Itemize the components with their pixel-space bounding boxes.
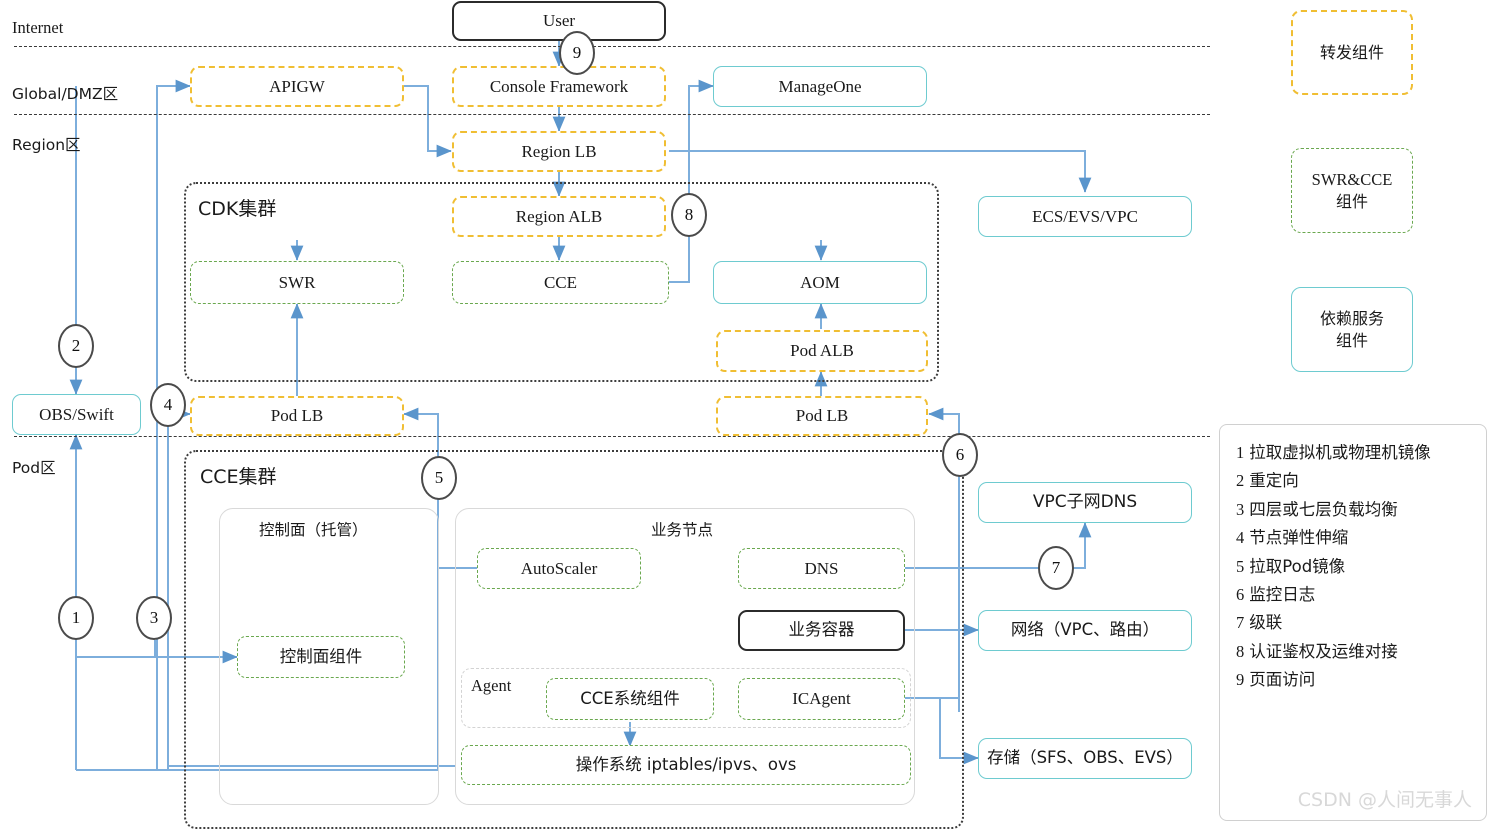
legend-text-2: 重定向 <box>1249 471 1299 491</box>
legend-text-4: 节点弹性伸缩 <box>1249 528 1349 548</box>
control-plane-title: 控制面（托管） <box>259 521 368 539</box>
legend-num-8: 8 <box>1236 641 1245 661</box>
legend-text-7: 级联 <box>1249 613 1283 633</box>
legend-text-9: 页面访问 <box>1249 670 1316 689</box>
zone-label-pod: Pod区 <box>12 459 56 477</box>
key-dependent-line2: 组件 <box>1335 330 1368 350</box>
flow-number-6: 6 <box>942 433 978 477</box>
legend-text-5: 拉取Pod镜像 <box>1249 556 1346 576</box>
node-pod-alb[interactable]: Pod ALB <box>716 330 928 372</box>
legend-num-6: 6 <box>1236 584 1245 604</box>
zone-label-region: Region区 <box>12 136 81 154</box>
divider-global-dmz <box>14 114 1210 115</box>
flow-number-5: 5 <box>421 456 457 500</box>
agent-panel <box>461 668 911 728</box>
node-region-alb[interactable]: Region ALB <box>452 196 666 237</box>
key-swr-cce-line2: 组件 <box>1335 191 1368 211</box>
legend-text-1: 拉取虚拟机或物理机镜像 <box>1249 443 1431 462</box>
flow-number-9: 9 <box>559 31 595 75</box>
node-obs-swift[interactable]: OBS/Swift <box>12 394 141 435</box>
node-pod-lb-left[interactable]: Pod LB <box>190 396 404 436</box>
flow-number-4: 4 <box>150 383 186 427</box>
node-network[interactable]: 网络（VPC、路由） <box>978 610 1192 651</box>
flow-number-3: 3 <box>136 596 172 640</box>
legend-num-2: 2 <box>1236 471 1245 491</box>
flow-number-7: 7 <box>1038 546 1074 590</box>
legend-num-4: 4 <box>1236 528 1245 548</box>
cdk-cluster <box>184 182 939 382</box>
node-cce[interactable]: CCE <box>452 261 669 304</box>
node-aom[interactable]: AOM <box>713 261 927 304</box>
node-os-iptables[interactable]: 操作系统 iptables/ipvs、ovs <box>461 745 911 785</box>
watermark: CSDN @人间无事人 <box>1297 789 1472 811</box>
legend-text-8: 认证鉴权及运维对接 <box>1249 641 1398 661</box>
flow-number-8: 8 <box>671 193 707 237</box>
node-dns[interactable]: DNS <box>738 548 905 589</box>
legend-text-6: 监控日志 <box>1249 584 1316 604</box>
key-swr-cce-line1: SWR&CCE <box>1311 169 1393 189</box>
node-ecs-evs-vpc[interactable]: ECS/EVS/VPC <box>978 196 1192 237</box>
divider-region <box>14 436 1210 437</box>
control-plane-panel <box>219 508 439 805</box>
node-control-plane-component[interactable]: 控制面组件 <box>237 636 405 678</box>
key-forward-component: 转发组件 <box>1291 10 1413 95</box>
node-pod-lb-right[interactable]: Pod LB <box>716 396 928 436</box>
node-user[interactable]: User <box>452 1 666 41</box>
legend-text-3: 四层或七层负载均衡 <box>1249 499 1398 519</box>
key-dependent-line1: 依赖服务 <box>1319 308 1384 328</box>
agent-panel-title: Agent <box>471 676 512 695</box>
cce-cluster <box>184 450 964 829</box>
zone-label-internet: Internet <box>12 18 64 37</box>
node-autoscaler[interactable]: AutoScaler <box>477 548 641 589</box>
cdk-cluster-title: CDK集群 <box>198 198 277 220</box>
node-manageone[interactable]: ManageOne <box>713 66 927 107</box>
legend-num-7: 7 <box>1236 613 1245 633</box>
business-node-title: 业务节点 <box>651 521 714 539</box>
key-dependent-service: 依赖服务 组件 <box>1291 287 1413 372</box>
node-apigw[interactable]: APIGW <box>190 66 404 107</box>
flow-number-1: 1 <box>58 596 94 640</box>
node-storage[interactable]: 存储（SFS、OBS、EVS） <box>978 738 1192 779</box>
zone-label-global-dmz: Global/DMZ区 <box>12 85 119 103</box>
node-vpc-subnet-dns[interactable]: VPC子网DNS <box>978 482 1192 523</box>
node-region-lb[interactable]: Region LB <box>452 131 666 172</box>
legend-num-3: 3 <box>1236 499 1245 519</box>
key-swr-cce-component: SWR&CCE 组件 <box>1291 148 1413 233</box>
legend-num-1: 1 <box>1236 443 1245 462</box>
node-console-framework[interactable]: Console Framework <box>452 66 666 107</box>
cce-cluster-title: CCE集群 <box>200 466 277 488</box>
node-cce-sys-component[interactable]: CCE系统组件 <box>546 678 714 720</box>
divider-internet <box>14 46 1210 47</box>
node-icagent[interactable]: ICAgent <box>738 678 905 720</box>
business-node-panel <box>455 508 915 805</box>
node-swr[interactable]: SWR <box>190 261 404 304</box>
legend-num-9: 9 <box>1236 670 1245 689</box>
legend-num-5: 5 <box>1236 556 1245 576</box>
node-business-container[interactable]: 业务容器 <box>738 610 905 651</box>
flow-number-2: 2 <box>58 324 94 368</box>
